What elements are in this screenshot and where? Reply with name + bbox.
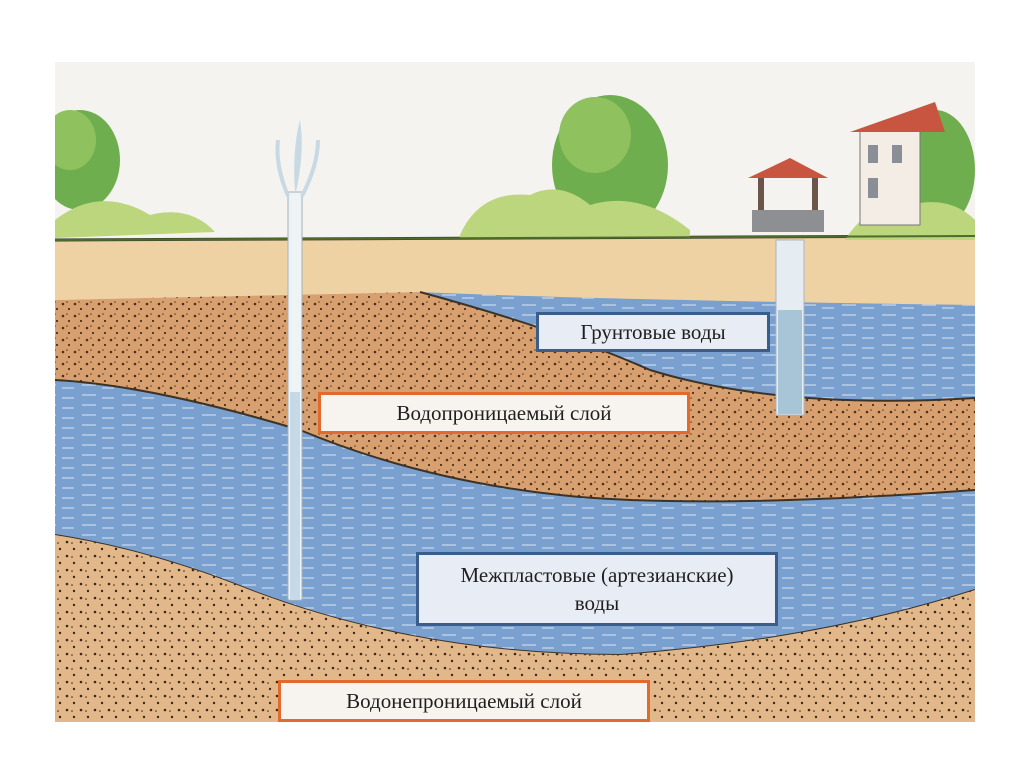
label-groundwater: Грунтовые воды xyxy=(536,312,770,352)
label-permeable-layer: Водопроницаемый слой xyxy=(318,392,690,434)
label-artesian-water: Межпластовые (артезианские) воды xyxy=(416,552,778,626)
label-permeable-layer-text: Водопроницаемый слой xyxy=(396,399,611,427)
label-artesian-line1: Межпластовые (артезианские) xyxy=(460,561,733,589)
label-groundwater-text: Грунтовые воды xyxy=(580,318,725,346)
label-artesian-line2: воды xyxy=(575,589,619,617)
label-impermeable-layer-text: Водонепроницаемый слой xyxy=(346,687,582,715)
label-impermeable-layer: Водонепроницаемый слой xyxy=(278,680,650,722)
